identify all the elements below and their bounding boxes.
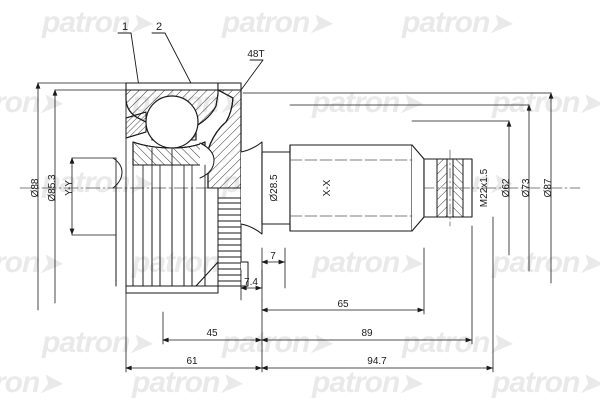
dim-section-x-x: X-X [322,179,333,196]
dim-diameter-62: Ø62 [501,178,512,197]
dim-diameter-85-3: Ø85.3 [47,174,58,202]
bottom-dimension-lines [125,216,494,373]
dim-length-7-4: 7.4 [244,277,258,288]
abs-tone-ring-48t [217,82,242,287]
dim-length-45: 45 [206,328,218,339]
left-dimension-lines [35,82,127,311]
dim-diameter-73: Ø73 [521,178,532,197]
dim-length-94-7: 94.7 [367,356,387,367]
callout-2-ball-cage: 2 [156,21,162,33]
cv-joint-assembly [112,82,249,294]
dim-length-61: 61 [186,356,198,367]
dim-thread-m22x1-5: M22x1.5 [479,168,490,207]
dim-length-7: 7 [270,251,276,262]
callout-leaders [117,32,264,91]
dim-diameter-88: Ø88 [30,178,41,197]
callout-1-boot-seal: 1 [122,21,128,33]
bearing-ball [145,95,199,149]
shaft-assembly [240,141,473,235]
dim-diameter-87: Ø87 [543,178,554,197]
callout-48t-abs-tone-ring: 48T [247,49,264,60]
dim-section-y-y: Y-Y [64,180,75,196]
dim-length-89: 89 [361,328,373,339]
dim-length-65: 65 [337,299,349,310]
dim-diameter-28-5: Ø28.5 [269,174,280,202]
